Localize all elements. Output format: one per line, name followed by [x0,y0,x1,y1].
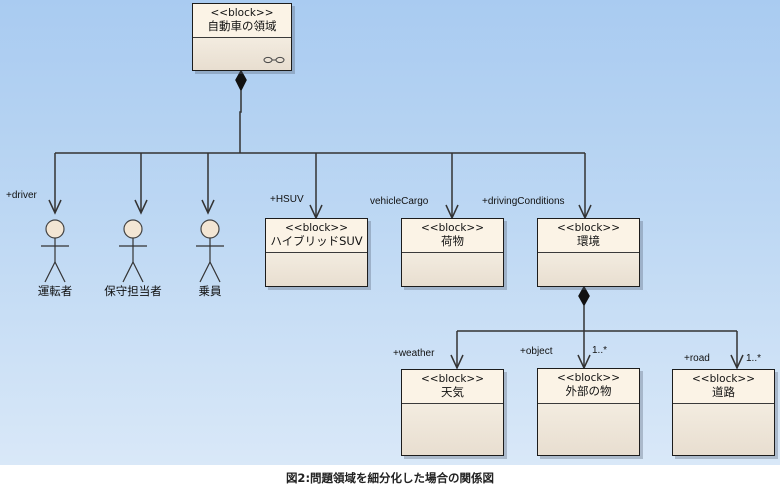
figure-caption: 図2:問題領域を細分化した場合の関係図 [285,471,495,485]
block-stereotype: <<block>> [556,222,621,234]
connectors [41,69,744,370]
actor-name-driver: 運転者 [37,284,73,298]
block-header: <<block>> 道路 [673,370,774,404]
block-name: 荷物 [441,234,464,248]
diagram-canvas: <<block>> 自動車の領域 +driver 運転者 保守担当者 乗員 +H… [0,0,780,465]
block-body [402,404,503,455]
actor-head [45,219,65,239]
actor-name-maintainer: 保守担当者 [104,284,162,298]
arrowhead-weather [450,354,464,370]
actor-head [200,219,220,239]
block-stereotype: <<block>> [420,222,485,234]
actor-name-passenger: 乗員 [198,284,222,298]
block-header: <<block>> 荷物 [402,219,503,253]
block-header: <<block>> 外部の物 [538,369,639,404]
role-hsuv: +HSUV [270,194,304,205]
block-name: 環境 [577,234,600,248]
block-body [538,404,639,455]
composition-diamond-root [235,69,247,92]
block-header: <<block>> ハイブリッドSUV [266,219,367,253]
link-icon [263,56,285,64]
arrowhead-driver [48,199,62,215]
block-body [538,253,639,286]
arrowhead-passenger [201,199,215,215]
actor-driver[interactable] [41,219,69,283]
block-name: 道路 [712,385,735,399]
block-weather[interactable]: <<block>> 天気 [401,369,504,456]
block-header: <<block>> 環境 [538,219,639,253]
environment-composition [450,285,744,370]
block-stereotype: <<block>> [556,372,621,384]
block-name: 外部の物 [565,384,612,398]
actor-maintainer[interactable] [119,219,147,283]
role-road: +road [684,353,710,364]
composition-diamond-environment [578,285,590,307]
block-name: 天気 [441,385,464,399]
block-body [266,253,367,286]
root-trunk [239,90,242,153]
block-name: 自動車の領域 [207,19,277,33]
block-header: <<block>> 自動車の領域 [193,4,291,38]
block-body [673,404,774,455]
role-environment: +drivingConditions [482,196,565,207]
block-stereotype: <<block>> [420,373,485,385]
block-cargo[interactable]: <<block>> 荷物 [401,218,504,287]
block-environment[interactable]: <<block>> 環境 [537,218,640,287]
actor-head [123,219,143,239]
block-object[interactable]: <<block>> 外部の物 [537,368,640,456]
multiplicity-object: 1..* [592,345,608,356]
actor-passenger[interactable] [196,219,224,283]
block-stereotype: <<block>> [210,7,274,19]
block-stereotype: <<block>> [691,373,756,385]
role-object: +object [520,346,553,357]
role-weather: +weather [393,348,435,359]
block-root[interactable]: <<block>> 自動車の領域 [192,3,292,71]
role-cargo: vehicleCargo [370,196,429,207]
block-header: <<block>> 天気 [402,370,503,404]
block-hsuv[interactable]: <<block>> ハイブリッドSUV [265,218,368,287]
role-driver: +driver [6,190,37,201]
arrowhead-maintainer [134,199,148,215]
block-road[interactable]: <<block>> 道路 [672,369,775,456]
arrowhead-road [730,354,744,370]
block-name: ハイブリッドSUV [270,234,363,248]
multiplicity-road: 1..* [746,353,762,364]
block-stereotype: <<block>> [284,222,349,234]
block-body [193,38,291,70]
block-body [402,253,503,286]
